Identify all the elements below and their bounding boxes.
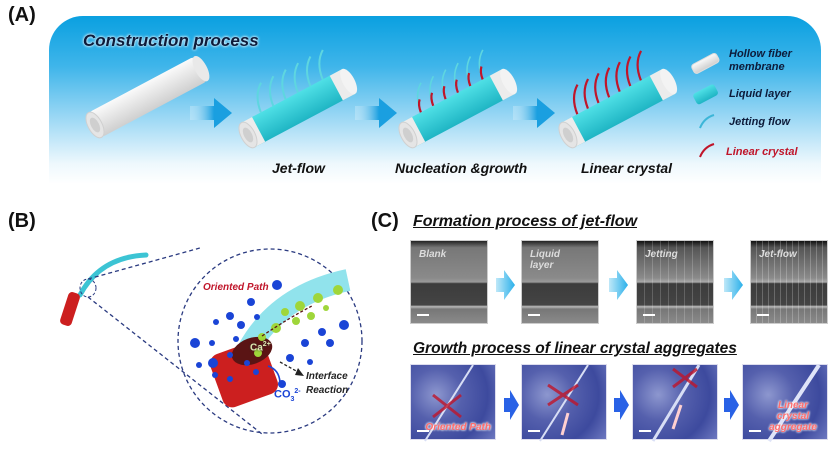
growth-process-title: Growth process of linear crystal aggrega… (413, 340, 737, 357)
step-arrow-1 (190, 98, 232, 128)
formation-arrow-2 (609, 270, 628, 300)
interface-reaction-diagram (60, 247, 363, 435)
co3-ion-charge: 2- (294, 388, 301, 395)
optical-frame-2 (521, 364, 607, 442)
optical-label: Oriented Path (425, 422, 491, 433)
ca-ion-label: Ca2+ (250, 341, 271, 353)
optical-frame-3 (632, 364, 718, 442)
scale-bar (528, 430, 540, 432)
crystal-cylinder (209, 336, 279, 408)
growth-arrow-2 (614, 390, 629, 420)
hollow-fiber-icon (691, 52, 720, 74)
scale-bar (417, 314, 429, 316)
magnified-view (177, 248, 363, 434)
scale-bar (528, 314, 540, 316)
liquid-layer-icon (693, 84, 718, 105)
legend-jetting-flow-label: Jetting flow (729, 116, 791, 128)
panel-c-label: (C) (371, 210, 399, 232)
jet-flow-tube (238, 49, 358, 149)
co3-ion-text: CO (274, 388, 291, 401)
sem-frame-jetting: Jetting (636, 240, 714, 324)
step-arrow-3 (513, 98, 555, 128)
formation-arrow-3 (724, 270, 743, 300)
growth-arrow-1 (504, 390, 519, 420)
legend-hollow-fiber-label: Hollow fiber membrane (729, 48, 792, 73)
ca-ions (254, 285, 343, 357)
scale-bar (417, 430, 429, 432)
growth-arrow-3 (724, 390, 739, 420)
growth-marks (539, 364, 589, 442)
small-jet-fiber (77, 252, 149, 298)
construction-diagram (85, 49, 720, 158)
optical-frame-1: Oriented Path (410, 364, 496, 442)
panel-a-label: (A) (8, 4, 36, 26)
oriented-path-marks (424, 364, 474, 442)
scale-bar (749, 430, 761, 432)
construction-process-panel: Construction process (49, 16, 821, 184)
optical-label: Linear crystal aggregate (769, 400, 817, 433)
panel-b-label: (B) (8, 210, 36, 232)
sem-frame-jet-flow: Jet-flow (750, 240, 828, 324)
sem-label: Jet-flow (759, 249, 797, 260)
hollow-fiber-membrane (85, 55, 210, 139)
step-label-nucleation: Nucleation &growth (395, 160, 528, 176)
sem-label: Blank (419, 249, 447, 260)
interface-line-1: Interface (306, 371, 348, 382)
step-label-linear-crystal: Linear crystal (581, 160, 673, 176)
step-label-jet-flow: Jet-flow (272, 160, 325, 176)
ca-ion-charge: 2+ (262, 341, 271, 348)
oriented-path-label: Oriented Path (203, 282, 269, 293)
formation-arrow-1 (496, 270, 515, 300)
scale-bar (643, 314, 655, 316)
ca-ion-text: Ca (250, 342, 263, 354)
interface-line-2: Reaction (306, 385, 349, 396)
scale-bar (639, 430, 651, 432)
co3-ion-sub: 3 (290, 395, 295, 403)
jetting-flow-icon (699, 114, 715, 129)
sem-label: Jetting (645, 249, 678, 260)
sem-label: Liquid layer (530, 249, 560, 271)
legend-linear-crystal-label: Linear crystal (726, 146, 798, 158)
scale-bar (757, 314, 769, 316)
linear-crystal-icon (699, 143, 715, 158)
construction-process-title: Construction process (83, 31, 259, 50)
growth-marks (651, 364, 701, 442)
sem-frame-blank: Blank (410, 240, 488, 324)
linear-crystal-tube (558, 50, 678, 149)
nucleation-tube (398, 49, 518, 149)
formation-process-title: Formation process of jet-flow (413, 213, 638, 230)
sem-frame-liquid-layer: Liquid layer (521, 240, 599, 324)
aggregate-marks (767, 363, 821, 443)
optical-frame-4: Linear crystal aggregate (742, 363, 828, 443)
step-arrow-2 (355, 98, 397, 128)
co3-ion-label: CO32- (274, 388, 301, 403)
legend-liquid-layer-label: Liquid layer (729, 88, 791, 100)
small-crystal (60, 292, 80, 326)
